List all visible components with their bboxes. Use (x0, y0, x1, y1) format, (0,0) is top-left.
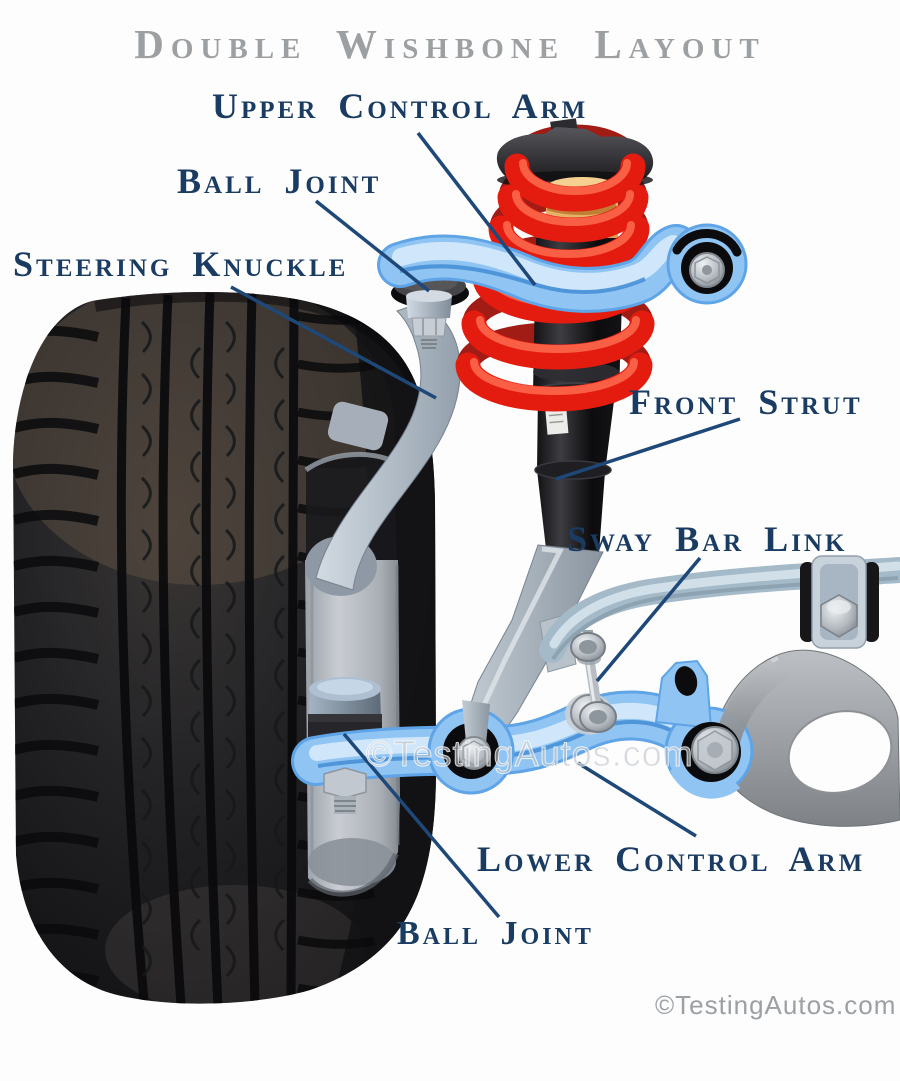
watermark-bottom-right: ©TestingAutos.com (655, 990, 897, 1020)
upper-control-arm-part (377, 223, 748, 313)
leader-lines (230, 131, 741, 919)
label-lower-control-arm: Lower Control Arm (477, 839, 866, 879)
leader-ball-joint-lower (342, 732, 501, 919)
rear-arm-tip (712, 660, 790, 752)
hub-bracket (327, 401, 389, 451)
label-steering-knuckle: Steering Knuckle (13, 244, 349, 284)
sway-bar-link-part (570, 630, 617, 733)
leader-steering-knuckle (230, 285, 437, 400)
label-sway-bar-link: Sway Bar Link (567, 519, 848, 559)
tire-lateral-grooves (13, 325, 100, 986)
label-upper-control-arm: Upper Control Arm (212, 86, 589, 126)
label-front-strut: Front Strut (629, 382, 863, 422)
tire-sipes (140, 320, 286, 978)
page-title: Double Wishbone Layout (134, 21, 766, 67)
lower-ball-joint-nut (323, 767, 367, 814)
leader-upper-control-arm (416, 131, 537, 287)
steering-knuckle-part (315, 302, 461, 591)
leader-sway-bar-link (595, 556, 702, 683)
label-ball-joint-lower: Ball Joint (397, 915, 594, 952)
tire-grooves (116, 292, 299, 1004)
leader-lower-control-arm (577, 761, 697, 838)
watermark-center: ©TestingAutos.com (366, 733, 694, 774)
leader-front-strut (555, 417, 741, 481)
sway-bar-bushing-bracket (800, 555, 879, 649)
leader-ball-joint-upper (314, 199, 431, 293)
label-ball-joint-upper: Ball Joint (177, 161, 382, 201)
